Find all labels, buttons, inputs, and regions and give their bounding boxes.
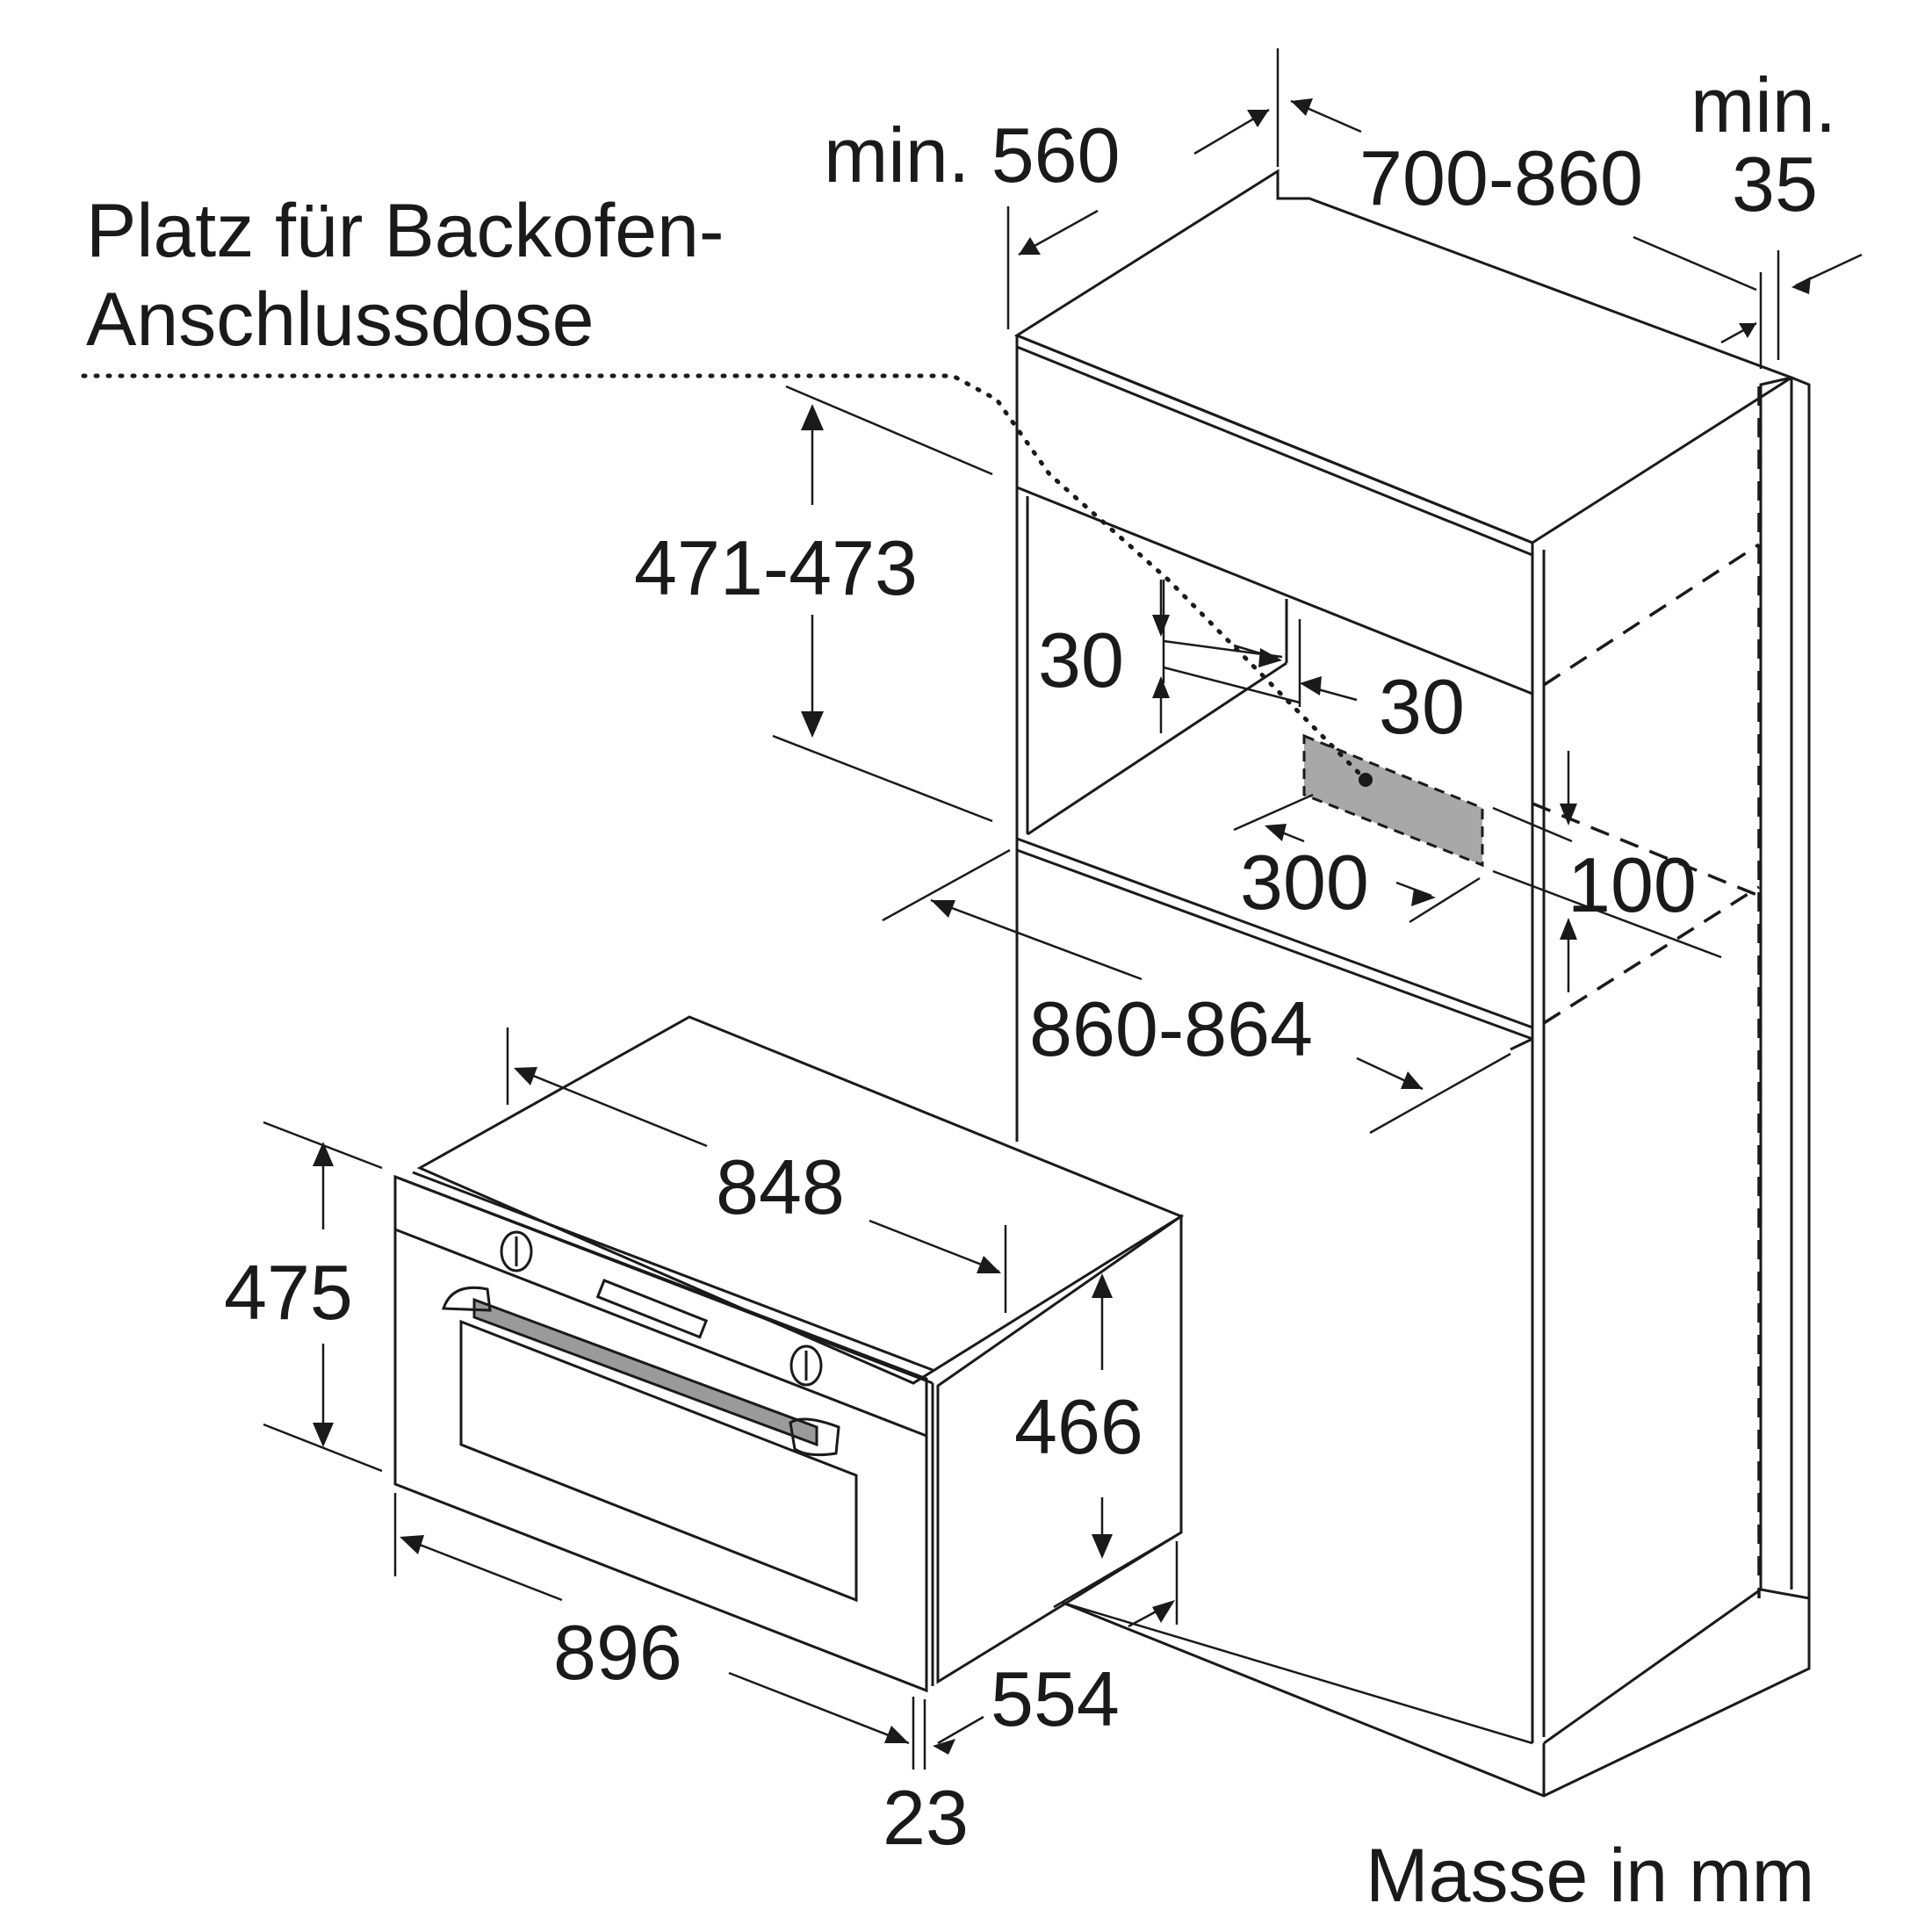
dim-oven-depth: 554 [991, 1655, 1120, 1742]
dim-gap-min-value: 35 [1732, 141, 1818, 227]
socket-dot [1359, 773, 1373, 787]
door-handle [441, 1286, 840, 1457]
dim-front-thickness: 23 [883, 1774, 969, 1861]
dim-socket-height: 100 [1568, 841, 1697, 928]
dim-oven-body-width: 848 [716, 1143, 845, 1230]
dim-height-range: 700-860 [1359, 134, 1643, 221]
socket-label-line1: Platz für Backofen- [86, 189, 724, 273]
dim-niche-width: 860-864 [1029, 985, 1313, 1072]
dim-oven-front-height: 475 [224, 1249, 353, 1336]
control-knob-left [500, 1230, 533, 1272]
dim-gap-min-word: min. [1690, 61, 1836, 148]
dim-offset-side: 30 [1379, 663, 1465, 750]
oven [393, 1015, 1185, 1693]
dim-socket-width: 300 [1240, 839, 1369, 926]
dim-oven-body-height: 466 [1014, 1383, 1143, 1470]
dim-niche-height: 471-473 [634, 524, 918, 611]
cabinet [81, 169, 1811, 1798]
control-knob-right [789, 1344, 823, 1387]
socket-area [1302, 733, 1484, 868]
dimension-lines [263, 48, 1863, 1770]
socket-label-line2: Anschlussdose [86, 278, 594, 362]
dim-depth-min: min. 560 [824, 112, 1121, 198]
dim-offset-top: 30 [1038, 616, 1124, 703]
dim-oven-front-width: 896 [553, 1609, 682, 1696]
units-label: Masse in mm [1366, 1834, 1814, 1918]
